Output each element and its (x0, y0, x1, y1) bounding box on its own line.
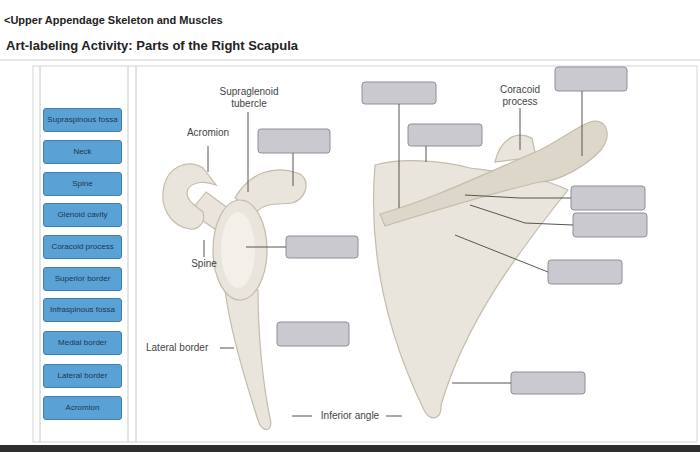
activity-title: Art-labeling Activity: Parts of the Righ… (6, 38, 298, 53)
leader-lines (204, 91, 582, 416)
choice-text: Coracoid process (51, 243, 113, 252)
choice-text: Infraspinous fossa (50, 306, 115, 315)
answer-choice: Acromion (43, 396, 122, 420)
choice-text: Glenoid cavity (57, 211, 107, 220)
part-label: Acromion (180, 127, 236, 139)
leader-line (452, 383, 511, 384)
answer-choice: Medial border (43, 331, 122, 355)
glenoid-cavity (213, 200, 267, 300)
choice-text: Acromion (66, 404, 100, 413)
leader-line (465, 195, 571, 198)
column-rule (136, 66, 137, 442)
acromion-hook (163, 164, 216, 229)
answer-box (573, 213, 647, 237)
leader-line (399, 104, 400, 208)
leader-line (220, 348, 234, 349)
answer-box (408, 124, 482, 146)
glenoid-face (221, 212, 255, 288)
leader-line (292, 416, 312, 417)
choice-text: Superior border (55, 275, 111, 284)
answer-box (511, 372, 585, 394)
answer-choice: Neck (43, 140, 122, 164)
part-label: Coracoid process (492, 84, 548, 107)
answer-box (277, 322, 349, 346)
part-label: Supraglenoid tubercle (213, 86, 285, 109)
answer-boxes (258, 67, 647, 394)
choice-text: Lateral border (58, 372, 108, 381)
leader-line (455, 235, 548, 272)
leader-line (582, 91, 583, 156)
leader-line (204, 240, 205, 257)
answer-choice: Glenoid cavity (43, 203, 122, 227)
answer-choice: Infraspinous fossa (43, 298, 122, 322)
answer-choice: Superior border (43, 267, 122, 291)
answer-choice: Coracoid process (43, 235, 122, 259)
part-label: Spine (180, 258, 228, 270)
leader-line (248, 112, 249, 192)
activity-panel (33, 66, 697, 442)
leader-line (386, 416, 402, 417)
leader-line (426, 146, 427, 162)
column-rule (40, 66, 41, 442)
panel-rule (0, 60, 700, 61)
answer-choice: Lateral border (43, 364, 122, 388)
leader-line (470, 205, 573, 225)
answer-box (286, 236, 358, 258)
leader-line (520, 108, 521, 150)
column-rule (128, 66, 129, 442)
answer-choice: Spine (43, 172, 122, 196)
leader-line (208, 146, 209, 172)
answer-box (555, 67, 627, 91)
choice-text: Neck (73, 148, 91, 157)
breadcrumb: <Upper Appendage Skeleton and Muscles (4, 14, 223, 27)
screen-bar (0, 445, 700, 452)
answer-choice: Supraspinous fossa (43, 108, 122, 132)
leader-line (293, 153, 294, 186)
answer-box (258, 129, 330, 153)
lateral-shaft (225, 290, 271, 430)
choice-text: Supraspinous fossa (47, 116, 117, 125)
answer-box (362, 82, 436, 104)
lateral-view (163, 164, 306, 430)
choice-text: Spine (72, 180, 92, 189)
answer-box (571, 186, 645, 210)
part-label: Lateral border (146, 342, 218, 354)
leader-line (246, 247, 286, 248)
choice-text: Medial border (58, 339, 107, 348)
part-label: Inferior angle (314, 410, 386, 422)
answer-box (548, 260, 622, 284)
